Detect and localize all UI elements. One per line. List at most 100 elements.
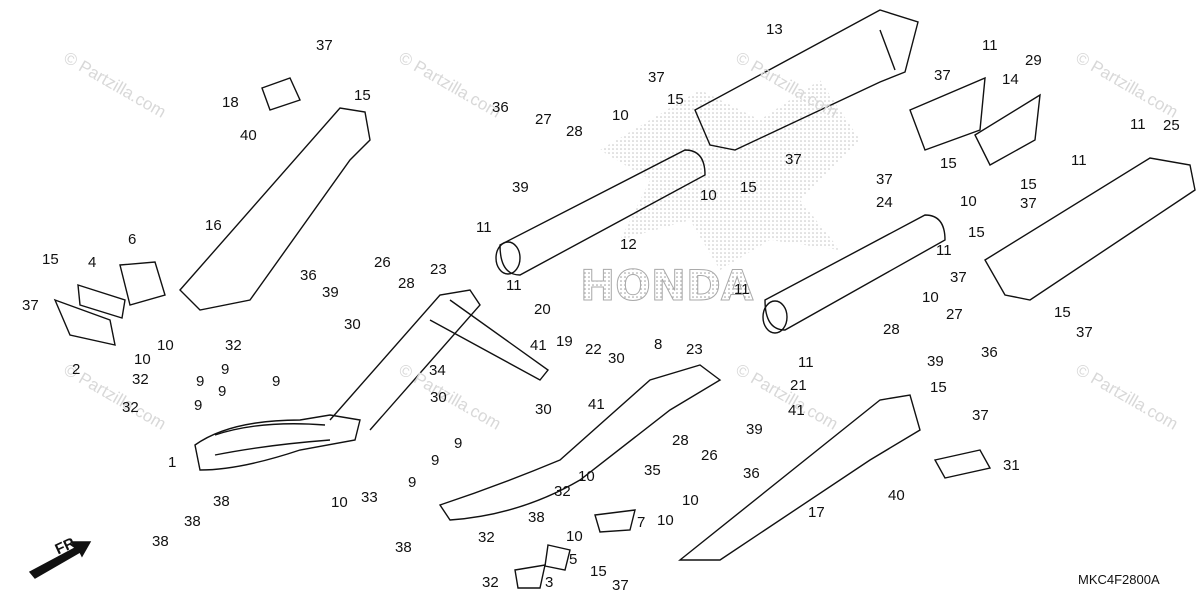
callout: 10	[700, 187, 717, 204]
callout: 33	[361, 489, 378, 506]
callout: 37	[1076, 324, 1093, 341]
callout: 31	[1003, 457, 1020, 474]
callout: 9	[218, 383, 227, 400]
callout: 10	[134, 351, 151, 368]
callout: 11	[798, 354, 814, 371]
callout: 37	[22, 297, 39, 314]
callout: 32	[225, 337, 242, 354]
callout: 36	[743, 465, 760, 482]
callout: 10	[566, 528, 583, 545]
callout: 38	[528, 509, 545, 526]
callout: 11	[982, 37, 998, 54]
callout: 37	[1020, 195, 1037, 212]
callout: 15	[740, 179, 757, 196]
honda-wing-logo: HONDA	[580, 80, 860, 311]
callout: 34	[429, 362, 446, 379]
callout: 10	[657, 512, 674, 529]
callout: 39	[746, 421, 763, 438]
callout: 32	[478, 529, 495, 546]
callout: 10	[960, 193, 977, 210]
callout: 36	[492, 99, 509, 116]
callout: 15	[354, 87, 371, 104]
callout: 9	[221, 361, 230, 378]
callout: 10	[157, 337, 174, 354]
callout: 10	[682, 492, 699, 509]
callout: 9	[196, 373, 205, 390]
callout: 38	[184, 513, 201, 530]
callout: 15	[667, 91, 684, 108]
callout: 11	[936, 242, 952, 259]
part-24-muffler	[764, 214, 946, 331]
callout: 26	[374, 254, 391, 271]
callout: 28	[672, 432, 689, 449]
callout: 15	[1020, 176, 1037, 193]
callout: 37	[316, 37, 333, 54]
callout: 32	[482, 574, 499, 591]
callout: 9	[454, 435, 463, 452]
callout: 22	[585, 341, 602, 358]
callout: 15	[590, 563, 607, 580]
callout: 20	[534, 301, 551, 318]
part-5-shield	[544, 544, 571, 571]
part-2-shield	[53, 298, 116, 346]
callout: 5	[569, 551, 578, 568]
callout: 14	[1002, 71, 1019, 88]
callout: 38	[213, 493, 230, 510]
callout: 32	[554, 483, 571, 500]
callout: 15	[930, 379, 947, 396]
part-3-shield	[514, 564, 546, 589]
callout: 27	[535, 111, 552, 128]
callout: 9	[431, 452, 440, 469]
part-1-headers	[194, 414, 361, 471]
callout: 8	[654, 336, 663, 353]
part-29-panel	[974, 93, 1041, 166]
callout: 17	[808, 504, 825, 521]
part-31-cover	[933, 449, 992, 479]
callout: 15	[940, 155, 957, 172]
callout: 6	[128, 231, 137, 248]
part-14-panel	[909, 76, 986, 151]
callout: 37	[876, 171, 893, 188]
callout: 10	[922, 289, 939, 306]
callout: 32	[132, 371, 149, 388]
callout: 37	[934, 67, 951, 84]
callout: 13	[766, 21, 783, 38]
callout: 15	[968, 224, 985, 241]
part-8-headers	[438, 364, 722, 521]
front-arrow-icon	[28, 541, 92, 579]
callout: 2	[72, 361, 81, 378]
callout: 11	[1071, 152, 1087, 169]
callout: 30	[608, 350, 625, 367]
part-6-shield	[119, 261, 166, 306]
callout: 37	[648, 69, 665, 86]
callout: 26	[701, 447, 718, 464]
part-4-shield	[77, 284, 126, 319]
part-18-cover	[261, 77, 301, 111]
callout: 11	[734, 281, 750, 298]
part-12-muffler	[499, 149, 706, 276]
part-17-shield	[678, 394, 921, 561]
callout: 41	[588, 396, 605, 413]
callout: 36	[981, 344, 998, 361]
callout: 35	[644, 462, 661, 479]
callout: 1	[168, 454, 177, 471]
callout: 24	[876, 194, 893, 211]
callout: 23	[430, 261, 447, 278]
callout: 15	[1054, 304, 1071, 321]
callout: 36	[300, 267, 317, 284]
callout: 3	[545, 574, 554, 591]
callout: 37	[950, 269, 967, 286]
callout: 7	[637, 514, 646, 531]
callout: 11	[1130, 116, 1146, 133]
callout: 9	[194, 397, 203, 414]
callout: 9	[408, 474, 417, 491]
callout: 38	[395, 539, 412, 556]
callout: 23	[686, 341, 703, 358]
part-7-shield	[594, 509, 636, 533]
callout: 28	[398, 275, 415, 292]
callout: 38	[152, 533, 169, 550]
callout: 40	[888, 487, 905, 504]
honda-logo-text: HONDA	[580, 261, 754, 310]
diagram-code: MKC4F2800A	[1078, 572, 1160, 587]
